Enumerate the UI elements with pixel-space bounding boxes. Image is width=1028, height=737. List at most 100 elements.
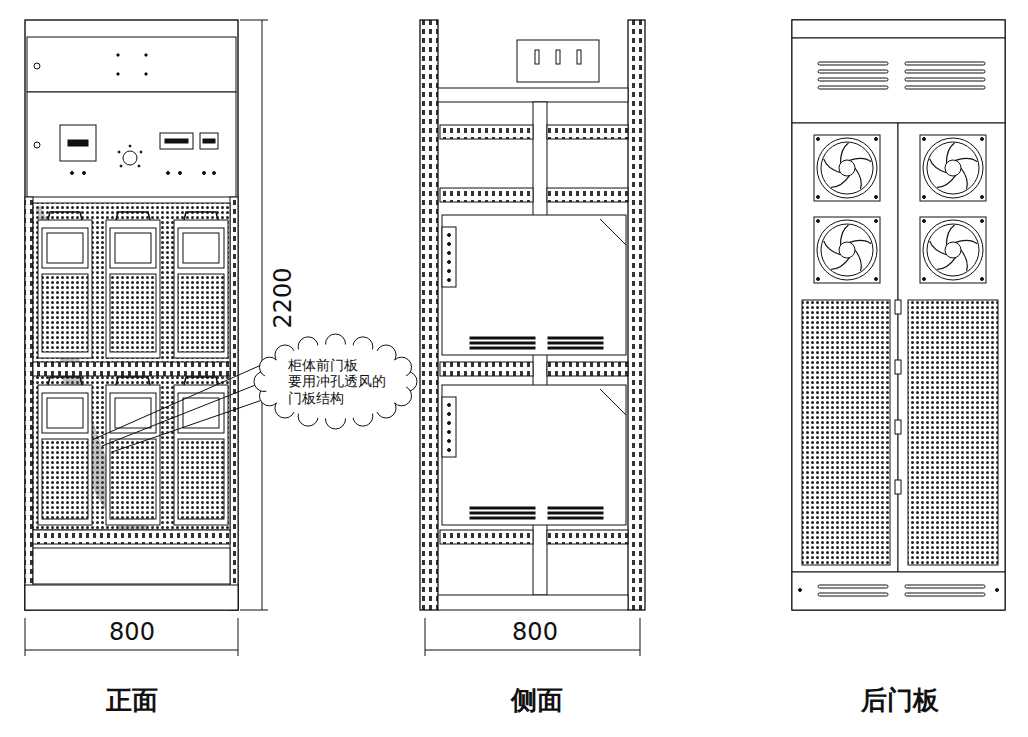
louver-slot bbox=[548, 347, 603, 349]
louver-slot bbox=[548, 512, 603, 514]
shelf bbox=[33, 362, 230, 376]
dimension-line bbox=[262, 20, 263, 610]
terminal-dot bbox=[448, 431, 451, 434]
door-leaf bbox=[792, 123, 898, 572]
meter bbox=[60, 125, 96, 161]
fan-screw bbox=[817, 220, 820, 223]
terminal-dot bbox=[448, 243, 451, 246]
meter-display bbox=[68, 140, 88, 146]
louver-slot bbox=[905, 62, 985, 65]
rail bbox=[547, 188, 628, 202]
louver-slot bbox=[470, 512, 535, 514]
fixture-slot bbox=[556, 50, 560, 64]
callout-text: 柜体前门板 要用冲孔透风的 门板结构 bbox=[288, 357, 384, 405]
terminal-dot bbox=[448, 440, 451, 443]
frame-post bbox=[628, 20, 645, 610]
leader-line bbox=[112, 398, 268, 452]
fan-blade bbox=[961, 250, 967, 271]
indicator-box bbox=[160, 133, 193, 149]
power-module bbox=[174, 385, 228, 525]
louver-slot bbox=[818, 593, 888, 596]
knob bbox=[123, 151, 137, 165]
door-hinge bbox=[895, 480, 901, 494]
louver-slot bbox=[470, 347, 535, 349]
perforated-door bbox=[33, 203, 230, 530]
rail bbox=[440, 530, 533, 544]
module-handle bbox=[48, 212, 82, 220]
side-rail bbox=[25, 197, 33, 610]
power-module bbox=[38, 220, 92, 358]
module-vent bbox=[178, 439, 224, 519]
panel-dot bbox=[179, 172, 182, 175]
perforated-panel bbox=[908, 300, 998, 565]
rail bbox=[440, 362, 533, 376]
top-beam bbox=[438, 88, 628, 102]
fan-blade bbox=[855, 250, 861, 271]
fan-ring bbox=[927, 142, 979, 194]
fan-blade bbox=[849, 240, 871, 243]
fan-hub bbox=[945, 160, 961, 176]
louver-slot bbox=[470, 507, 535, 509]
panel-dot bbox=[145, 73, 147, 75]
power-module bbox=[106, 385, 160, 525]
fan-screw bbox=[875, 138, 878, 141]
perforated-panel bbox=[802, 300, 890, 565]
fan-screw bbox=[923, 196, 926, 199]
panel-dot bbox=[71, 172, 74, 175]
plinth bbox=[25, 585, 238, 610]
module-screen-frame bbox=[42, 228, 88, 268]
module-screen bbox=[47, 398, 83, 428]
fan-blade bbox=[855, 168, 861, 189]
louver-slot bbox=[905, 593, 985, 596]
door-leaf bbox=[898, 123, 1005, 572]
dimension-line bbox=[425, 650, 640, 651]
fan-hub bbox=[839, 242, 855, 258]
module-front-plate bbox=[442, 227, 456, 287]
cabinet-outline bbox=[25, 20, 238, 610]
fan-ring bbox=[927, 224, 979, 276]
side-rail bbox=[230, 197, 238, 610]
fan-blade bbox=[937, 258, 955, 270]
module-screen-frame bbox=[178, 228, 224, 268]
fan-screw bbox=[981, 196, 984, 199]
fan-blade bbox=[824, 241, 841, 255]
louver-slot bbox=[548, 507, 603, 509]
louver-slot bbox=[548, 517, 603, 519]
panel-screw bbox=[34, 63, 40, 69]
module-side bbox=[442, 215, 626, 355]
terminal-dot bbox=[448, 413, 451, 416]
louver-slot bbox=[470, 517, 535, 519]
louver-slot bbox=[818, 86, 888, 89]
louver-slot bbox=[818, 585, 888, 588]
door-screw bbox=[799, 589, 802, 592]
module-handle bbox=[184, 212, 218, 220]
fan-screw bbox=[817, 196, 820, 199]
back-door-view bbox=[792, 20, 1005, 610]
module-handle bbox=[116, 377, 150, 385]
dimension-label: 800 bbox=[512, 619, 558, 645]
fan-ring bbox=[923, 220, 983, 280]
frame-post bbox=[420, 20, 438, 610]
fan-blade bbox=[955, 240, 977, 243]
door-hinge bbox=[895, 360, 901, 374]
fan-screw bbox=[923, 220, 926, 223]
top-panel bbox=[27, 37, 236, 92]
fixture-slot bbox=[577, 50, 581, 64]
module-handle bbox=[116, 212, 150, 220]
module-vent bbox=[178, 274, 224, 352]
front-view bbox=[25, 20, 268, 656]
knob-dot bbox=[129, 145, 131, 147]
louver-slot bbox=[470, 337, 535, 339]
view-caption: 后门板 bbox=[861, 686, 939, 715]
knob-dot bbox=[140, 151, 142, 153]
fan-ring bbox=[817, 220, 877, 280]
fan-screw bbox=[923, 278, 926, 281]
view-caption: 正面 bbox=[106, 686, 158, 715]
door-hinge bbox=[895, 300, 901, 314]
panel-dot bbox=[167, 172, 170, 175]
louver-slot bbox=[818, 78, 888, 81]
module-handle bbox=[184, 377, 218, 385]
module-front-plate bbox=[442, 397, 456, 457]
module-vent bbox=[42, 274, 88, 352]
panel-dot bbox=[117, 54, 119, 56]
